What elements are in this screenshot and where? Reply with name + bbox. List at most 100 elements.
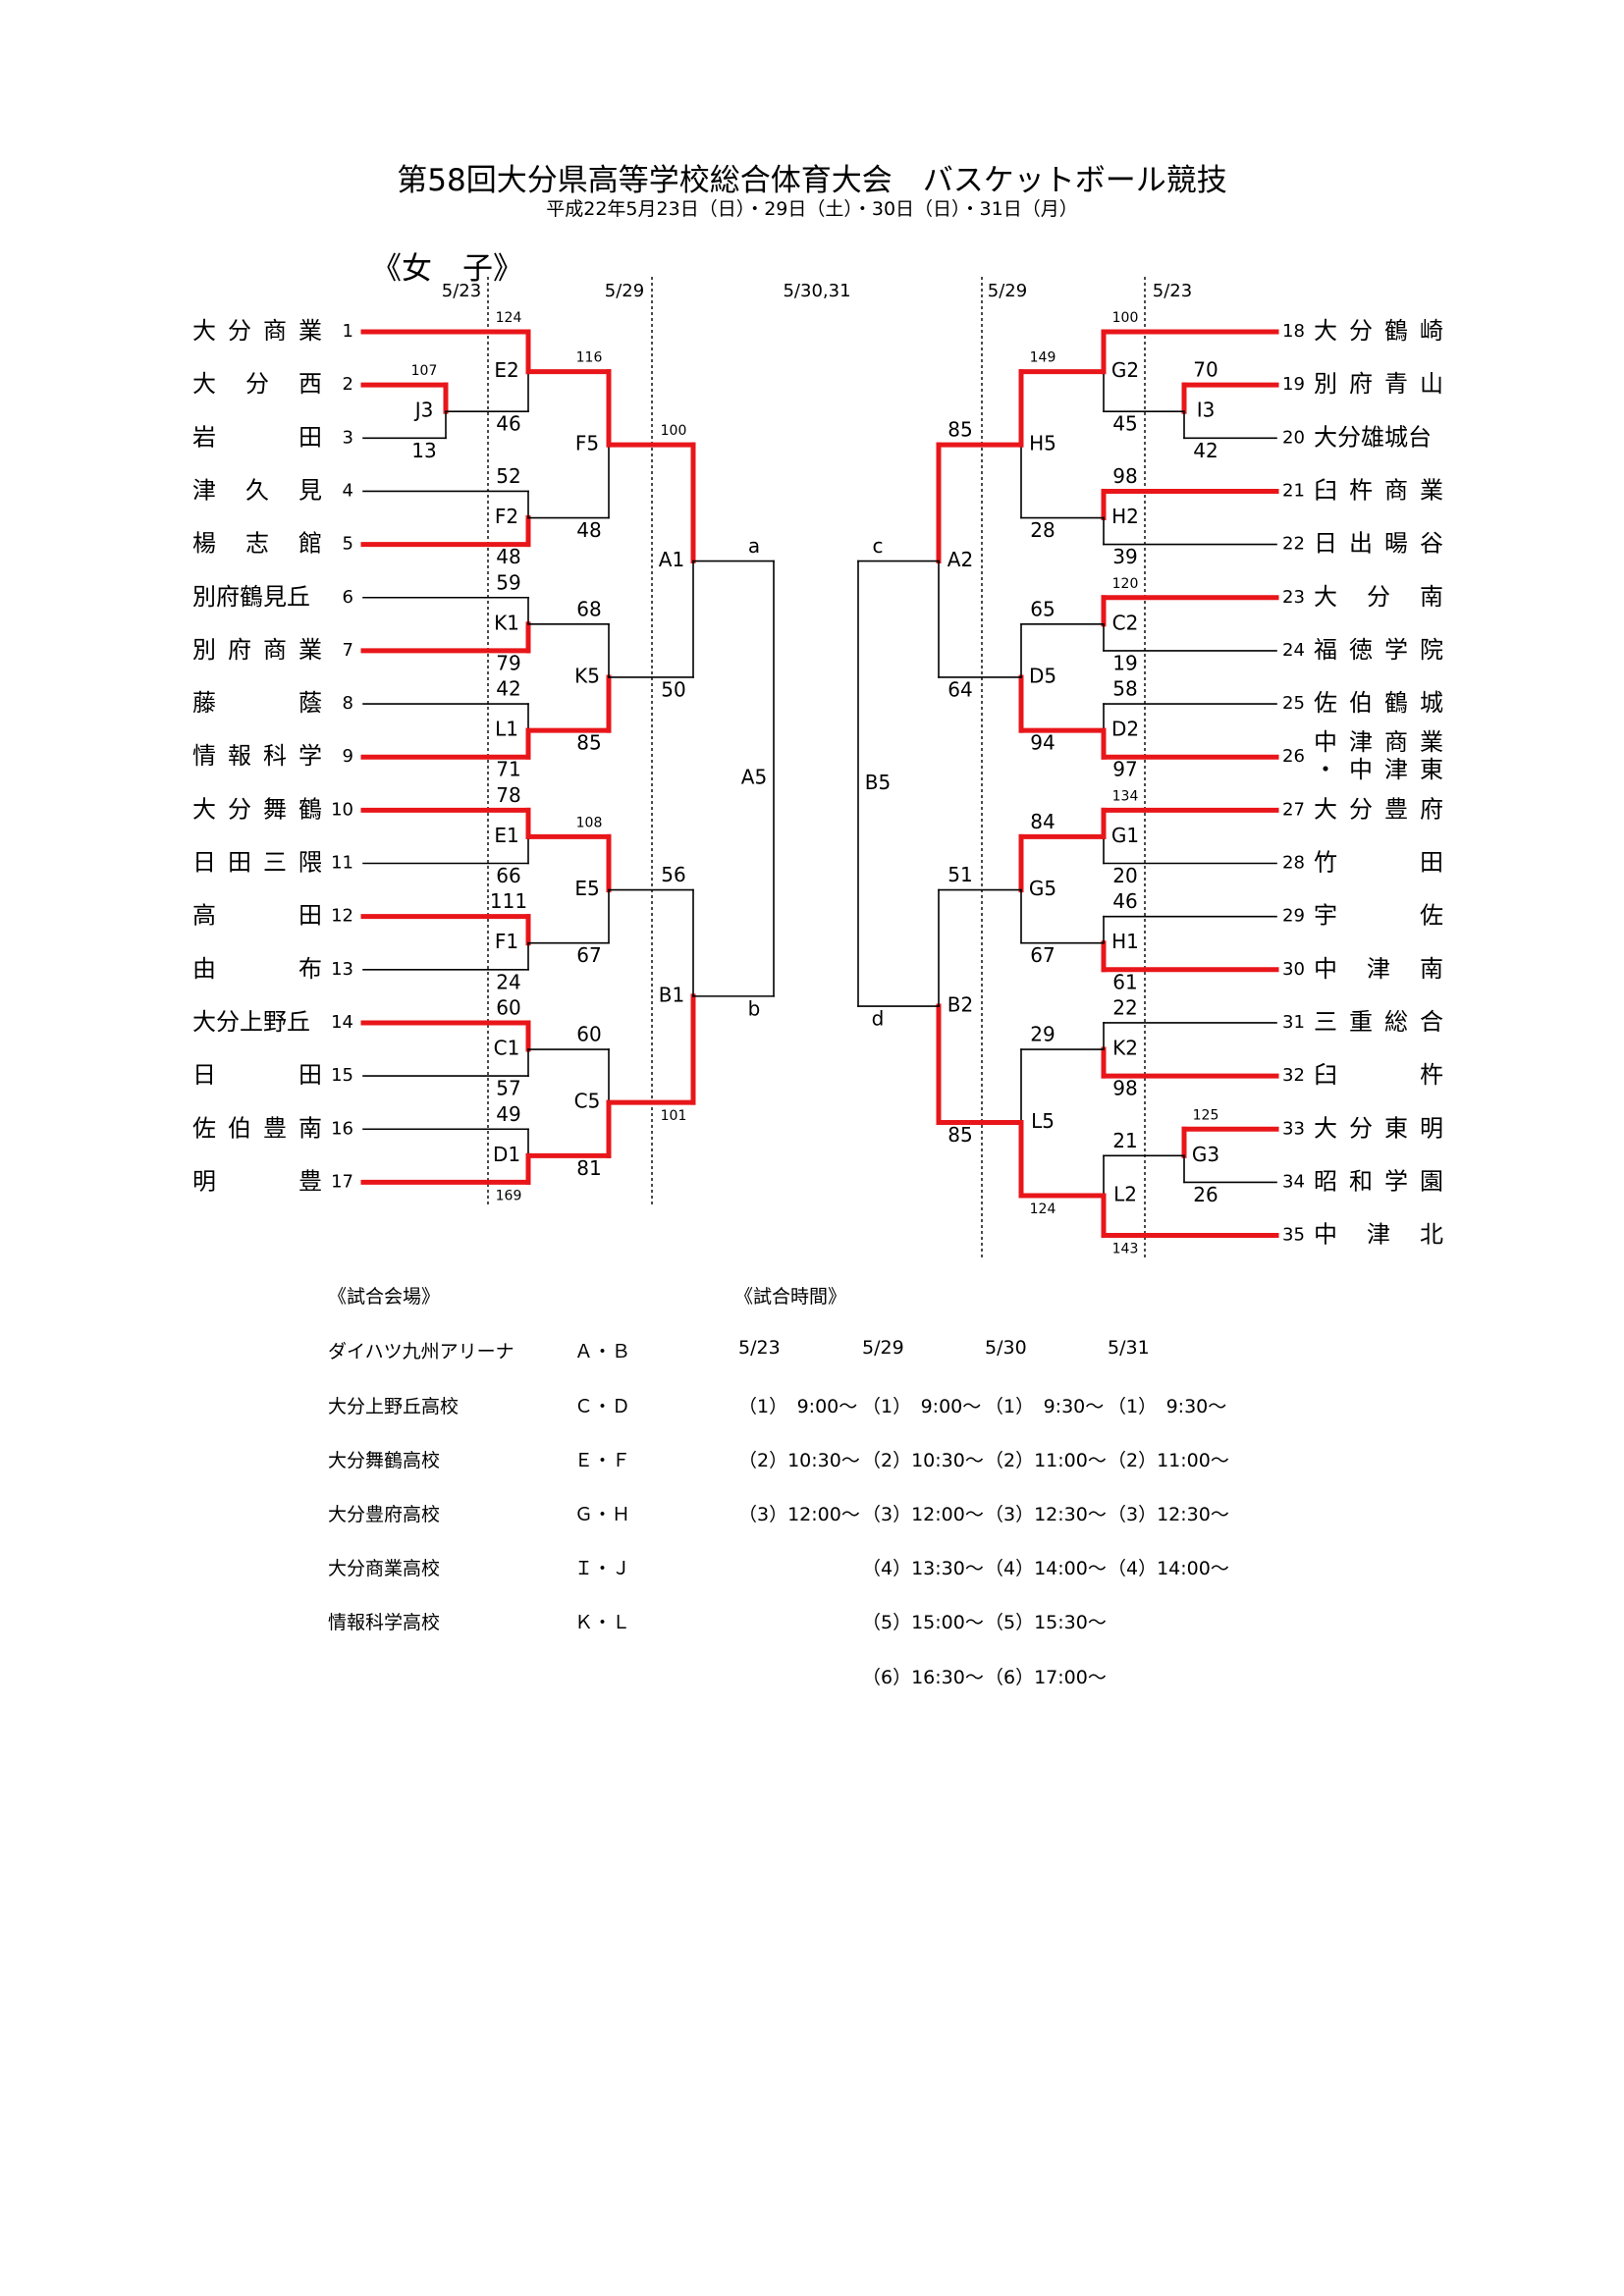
seed-number: 1 bbox=[343, 321, 353, 342]
team-name: 別府商業 bbox=[192, 636, 322, 664]
score: 46 bbox=[1112, 889, 1137, 913]
game-label: L2 bbox=[1113, 1182, 1137, 1205]
team-name: 臼 杵 bbox=[1314, 1061, 1443, 1089]
score: 134 bbox=[1112, 788, 1139, 804]
seed-number: 15 bbox=[331, 1065, 353, 1086]
schedule-time: （4）14:00～ bbox=[985, 1558, 1107, 1579]
section-label: 《女 子》 bbox=[371, 251, 523, 287]
score: 45 bbox=[1112, 412, 1137, 436]
game-label: H1 bbox=[1111, 930, 1139, 953]
round-date: 5/23 bbox=[442, 281, 481, 301]
schedule-time: （5）15:00～ bbox=[862, 1612, 984, 1633]
seed-number: 5 bbox=[343, 534, 353, 555]
seed-number: 25 bbox=[1282, 693, 1305, 714]
game-label: B2 bbox=[947, 993, 973, 1017]
score: a bbox=[748, 534, 760, 558]
seed-number: 12 bbox=[331, 906, 353, 927]
seed-number: 17 bbox=[331, 1171, 353, 1192]
score: 50 bbox=[661, 677, 685, 701]
team-name: 藤 蔭 bbox=[192, 689, 322, 717]
seed-number: 4 bbox=[343, 480, 353, 501]
seed-number: 24 bbox=[1282, 640, 1305, 661]
schedule-time: （1） 9:30～ bbox=[1108, 1396, 1227, 1417]
score: 101 bbox=[661, 1108, 687, 1124]
score: 66 bbox=[496, 864, 520, 887]
team-name: 大分上野丘 bbox=[192, 1008, 310, 1036]
team-name: 大分豊府 bbox=[1314, 795, 1443, 823]
venue-name: 大分豊府高校 bbox=[328, 1504, 441, 1525]
venue-courts: Ｋ・Ｌ bbox=[574, 1612, 631, 1633]
team-name: 大分鶴崎 bbox=[1314, 317, 1443, 345]
seed-number: 18 bbox=[1282, 321, 1305, 342]
score: 46 bbox=[496, 412, 520, 436]
score: 49 bbox=[496, 1102, 520, 1126]
score: 51 bbox=[947, 863, 972, 886]
team-name: 大分商業 bbox=[192, 317, 322, 345]
venue-courts: Ｇ・Ｈ bbox=[574, 1504, 631, 1525]
schedule-time: （1） 9:00～ bbox=[862, 1396, 982, 1417]
game-label: G2 bbox=[1111, 358, 1139, 382]
team-name: 大 分 南 bbox=[1314, 583, 1443, 611]
page-subtitle: 平成22年5月23日（日）・29日（土）・30日（日）・31日（月） bbox=[546, 198, 1078, 220]
seed-number: 27 bbox=[1282, 799, 1305, 820]
game-label: D2 bbox=[1111, 718, 1139, 741]
team-name: 別府青山 bbox=[1314, 370, 1443, 398]
game-label: C2 bbox=[1112, 611, 1139, 634]
schedule-time: （4）14:00～ bbox=[1108, 1558, 1229, 1579]
score: 120 bbox=[1112, 576, 1139, 592]
schedule-time: （2）11:00～ bbox=[985, 1450, 1107, 1471]
seed-number: 11 bbox=[331, 853, 353, 874]
seed-number: 10 bbox=[331, 799, 353, 820]
score: 42 bbox=[1193, 439, 1218, 462]
score: 61 bbox=[1112, 970, 1137, 993]
game-label: B1 bbox=[659, 983, 684, 1006]
score: 85 bbox=[947, 1123, 972, 1147]
round-date: 5/29 bbox=[605, 281, 644, 301]
score: 81 bbox=[576, 1156, 601, 1180]
schedule-time: （3）12:30～ bbox=[985, 1504, 1107, 1525]
score: 97 bbox=[1112, 758, 1137, 781]
seed-number: 14 bbox=[331, 1012, 353, 1033]
game-label: L5 bbox=[1031, 1109, 1055, 1133]
score: 68 bbox=[576, 597, 601, 620]
game-label: K5 bbox=[574, 664, 600, 687]
score: 67 bbox=[1030, 943, 1055, 967]
seed-number: 20 bbox=[1282, 427, 1305, 448]
team-name: 佐伯鶴城 bbox=[1314, 689, 1443, 717]
score: 28 bbox=[1030, 518, 1055, 542]
schedule-time: （2）10:30～ bbox=[738, 1450, 860, 1471]
score: 79 bbox=[496, 651, 520, 674]
game-label: G1 bbox=[1111, 824, 1139, 847]
team-name: 岩 田 bbox=[192, 423, 322, 451]
score: 98 bbox=[1112, 464, 1137, 488]
team-name: 中 津 南 bbox=[1314, 955, 1443, 983]
team-name: 大 分 西 bbox=[192, 370, 322, 398]
round-date: 5/30,31 bbox=[783, 281, 850, 301]
schedule-time: （3）12:00～ bbox=[738, 1504, 860, 1525]
game-label: F5 bbox=[575, 432, 599, 455]
score: 59 bbox=[496, 570, 520, 594]
venue-courts: Ａ・Ｂ bbox=[574, 1341, 631, 1362]
game-label: F2 bbox=[495, 505, 518, 528]
team-name: 日田三隈 bbox=[192, 849, 322, 877]
team-name: 楊 志 館 bbox=[192, 530, 322, 558]
score: 85 bbox=[576, 731, 601, 755]
seed-number: 16 bbox=[331, 1118, 353, 1139]
team-name: 佐伯豊南 bbox=[192, 1114, 322, 1142]
score: 58 bbox=[1112, 677, 1137, 701]
game-label: D1 bbox=[493, 1143, 520, 1166]
seed-number: 30 bbox=[1282, 959, 1305, 980]
game-label: H5 bbox=[1029, 432, 1056, 455]
game-label: H2 bbox=[1111, 505, 1139, 528]
score: b bbox=[748, 996, 761, 1020]
game-label: B5 bbox=[865, 771, 891, 794]
score: 64 bbox=[947, 677, 972, 701]
team-name: 別府鶴見丘 bbox=[192, 583, 310, 611]
team-name: 大分東明 bbox=[1314, 1114, 1443, 1142]
score: 60 bbox=[496, 995, 520, 1019]
score: 57 bbox=[496, 1077, 520, 1100]
team-name: 高 田 bbox=[192, 902, 322, 930]
schedule-time: （3）12:00～ bbox=[862, 1504, 984, 1525]
score: 60 bbox=[576, 1023, 601, 1046]
seed-number: 3 bbox=[343, 427, 353, 448]
